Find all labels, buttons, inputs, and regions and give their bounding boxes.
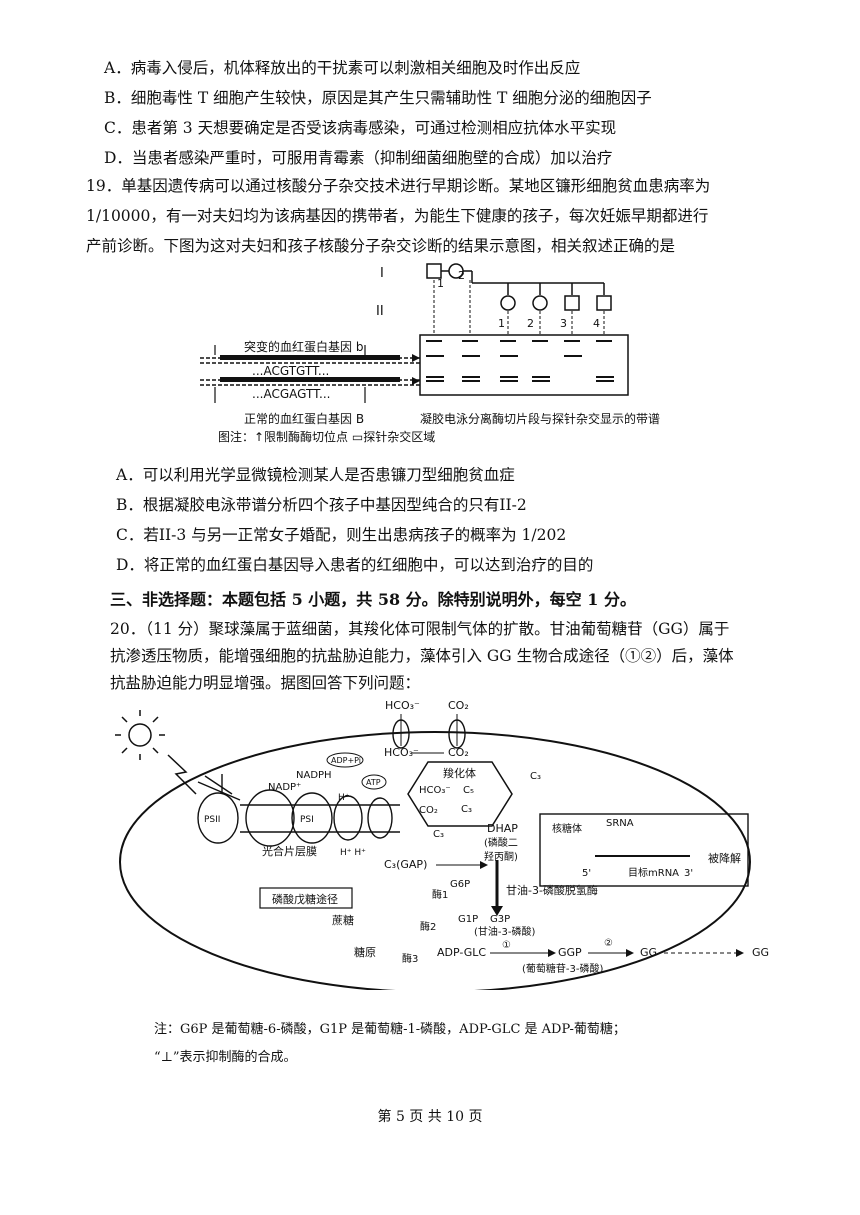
svg-text:2: 2	[527, 317, 534, 330]
svg-text:HCO₃⁻: HCO₃⁻	[384, 746, 419, 759]
svg-text:4: 4	[593, 317, 600, 330]
svg-text:H⁺ H⁺: H⁺ H⁺	[340, 848, 366, 858]
svg-text:①: ①	[502, 940, 511, 951]
child-1-symbol	[500, 295, 516, 311]
gel-label: 凝胶电泳分离酶切片段与探针杂交显示的带谱	[420, 411, 660, 426]
svg-text:ATP: ATP	[366, 778, 381, 787]
section-heading: 三、非选择题：本题包括 5 小题，共 58 分。除特别说明外，每空 1 分。	[110, 590, 636, 609]
svg-text:光合片层膜: 光合片层膜	[262, 844, 317, 858]
srna-box	[539, 813, 749, 887]
q19-stem-line3: 产前诊断。下图为这对夫妇和孩子核酸分子杂交诊断的结果示意图，相关叙述正确的是	[86, 237, 676, 255]
svg-text:DHAP: DHAP	[487, 822, 518, 835]
svg-text:HCO₃⁻: HCO₃⁻	[419, 785, 451, 796]
svg-text:NADPH: NADPH	[296, 770, 332, 781]
svg-text:2: 2	[458, 269, 465, 282]
q19-stem-line1: 19．单基因遗传病可以通过核酸分子杂交技术进行早期诊断。某地区镰形细胞贫血患病率…	[86, 177, 711, 195]
cell-outline	[119, 731, 751, 990]
svg-text:糖原: 糖原	[354, 945, 376, 959]
father-symbol	[426, 263, 442, 279]
svg-text:羧化体: 羧化体	[443, 766, 476, 780]
mutant-gene-label: 突变的血红蛋白基因 b	[244, 339, 363, 354]
svg-text:C₅: C₅	[463, 785, 474, 796]
svg-text:酶2: 酶2	[420, 920, 436, 933]
svg-text:核糖体: 核糖体	[552, 822, 582, 835]
sun-icon	[115, 710, 165, 760]
svg-text:(磷酸二: (磷酸二	[484, 836, 518, 849]
q18-option-a: A．病毒入侵后，机体释放出的干扰素可以刺激相关细胞及时作出反应	[104, 59, 581, 77]
svg-text:蔗糖: 蔗糖	[332, 913, 354, 927]
q19-option-d: D．将正常的血红蛋白基因导入患者的红细胞中，可以达到治疗的目的	[116, 556, 594, 574]
q18-option-b: B．细胞毒性 T 细胞产生较快，原因是其产生只需辅助性 T 细胞分泌的细胞因子	[104, 89, 652, 107]
svg-text:G3P: G3P	[490, 914, 510, 925]
svg-text:甘油-3-磷酸脱氢酶: 甘油-3-磷酸脱氢酶	[506, 883, 598, 897]
svg-text:NADP⁺: NADP⁺	[268, 782, 301, 793]
child-4-symbol	[596, 295, 612, 311]
svg-text:C₃: C₃	[461, 804, 472, 815]
child-3-symbol	[564, 295, 580, 311]
svg-text:(甘油-3-磷酸): (甘油-3-磷酸)	[474, 925, 535, 938]
q19-option-b: B．根据凝胶电泳带谱分析四个孩子中基因型纯合的只有II-2	[116, 496, 527, 514]
q19-option-a: A．可以利用光学显微镜检测某人是否患镰刀型细胞贫血症	[116, 466, 515, 484]
q20-stem-line3: 抗盐胁迫能力明显增强。据图回答下列问题：	[110, 674, 421, 692]
gen-i-label: I	[380, 266, 384, 281]
q19-stem-line2: 1/10000，有一对夫妇均为该病基因的携带者，为能生下健康的孩子，每次妊娠早期…	[86, 207, 709, 225]
svg-text:酶3: 酶3	[402, 952, 418, 965]
normal-gene-label: 正常的血红蛋白基因 B	[244, 411, 364, 426]
svg-text:G1P: G1P	[458, 914, 478, 925]
svg-text:1: 1	[498, 317, 505, 330]
svg-text:CO₂: CO₂	[448, 746, 469, 759]
q20-stem-line2: 抗渗透压物质，能增强细胞的抗盐胁迫能力，藻体引入 GG 生物合成途径（①②）后，…	[110, 647, 734, 665]
figure-note-1: 注：G6P 是葡萄糖-6-磷酸，G1P 是葡萄糖-1-磷酸，ADP-GLC 是 …	[154, 1022, 626, 1037]
svg-text:HCO₃⁻: HCO₃⁻	[385, 699, 420, 712]
child-2-symbol	[532, 295, 548, 311]
carboxysome	[407, 761, 513, 827]
page-footer: 第 5 页 共 10 页	[377, 1109, 483, 1125]
svg-text:C₃: C₃	[530, 771, 541, 782]
seq-B: ...ACGAGTT...	[252, 387, 330, 401]
svg-text:ADP-GLC: ADP-GLC	[437, 946, 486, 959]
svg-text:PSII: PSII	[204, 815, 220, 825]
svg-text:(葡萄糖苷-3-磷酸): (葡萄糖苷-3-磷酸)	[522, 962, 603, 975]
seq-b: ...ACGTGTT...	[252, 364, 329, 378]
q18-option-c: C．患者第 3 天想要确定是否受该病毒感染，可通过检测相应抗体水平实现	[104, 119, 617, 137]
svg-text:1: 1	[437, 277, 444, 290]
svg-text:G6P: G6P	[450, 879, 470, 890]
svg-text:目标mRNA: 目标mRNA	[628, 867, 679, 879]
svg-text:GG: GG	[752, 946, 769, 959]
svg-text:磷酸戊糖途径: 磷酸戊糖途径	[272, 892, 338, 906]
thylakoid-membrane	[197, 774, 400, 847]
q19-option-c: C．若II-3 与另一正常女子婚配，则生出患病孩子的概率为 1/202	[116, 526, 567, 544]
svg-text:C₃(GAP): C₃(GAP)	[384, 858, 427, 871]
q18-option-d: D．当患者感染严重时，可服用青霉素（抑制细菌细胞壁的合成）加以治疗	[104, 149, 613, 167]
svg-text:羟丙酮): 羟丙酮)	[484, 850, 518, 863]
svg-text:GG: GG	[640, 946, 657, 959]
svg-text:酶1: 酶1	[432, 888, 448, 901]
svg-text:CO₂: CO₂	[448, 699, 469, 712]
q19-figure: I II 1 2 1 2 3 4 突变的血红蛋白基因 b	[200, 263, 660, 444]
svg-text:3: 3	[560, 317, 567, 330]
svg-text:PSI: PSI	[300, 815, 314, 825]
q20-figure: HCO₃⁻ CO₂ HCO₃⁻ CO₂ 羧化体 HCO₃⁻ C₅ CO₂ C₃ …	[115, 699, 769, 990]
figure-note-2: “⊥”表示抑制酶的合成。	[154, 1050, 297, 1065]
svg-text:ADP+Pi: ADP+Pi	[331, 756, 361, 765]
figure-legend: 图注：↑限制酶酶切位点 ▭探针杂交区域	[218, 429, 435, 444]
svg-text:GGP: GGP	[558, 946, 582, 959]
svg-text:②: ②	[604, 938, 613, 949]
svg-text:5': 5'	[582, 868, 591, 879]
q20-stem-line1: 20．（11 分）聚球藻属于蓝细菌，其羧化体可限制气体的扩散。甘油葡萄糖苷（GG…	[110, 620, 730, 638]
svg-text:SRNA: SRNA	[606, 818, 634, 829]
svg-text:CO₂: CO₂	[419, 805, 438, 816]
svg-text:H⁺: H⁺	[338, 793, 350, 803]
svg-text:3': 3'	[684, 868, 693, 879]
svg-text:被降解: 被降解	[708, 851, 741, 865]
svg-text:C₃: C₃	[433, 829, 444, 840]
gen-ii-label: II	[376, 304, 384, 319]
gel-box	[419, 334, 629, 396]
light-bolt-icon	[167, 754, 197, 795]
